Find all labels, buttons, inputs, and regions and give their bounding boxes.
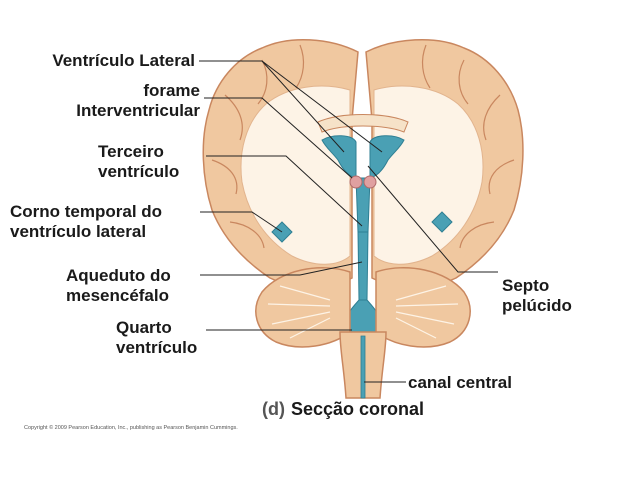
right-lateral-ventricle: [369, 135, 405, 179]
label-quarto-line2: ventrículo: [116, 338, 198, 357]
ventricular-system: [271, 135, 453, 339]
label-quarto-ventriculo: Quarto ventrículo: [116, 318, 197, 358]
label-septo-pelucido: Septo pelúcido: [502, 276, 572, 316]
left-lateral-ventricle: [321, 135, 357, 179]
label-forame-line2: Interventricular: [76, 101, 200, 120]
label-quarto-line1: Quarto: [116, 318, 172, 337]
label-forame-interventricular: forame Interventricular: [76, 81, 200, 121]
central-canal: [360, 335, 366, 399]
copyright-notice: Copyright © 2009 Pearson Education, Inc.…: [24, 425, 238, 431]
right-temporal-horn: [431, 211, 453, 233]
leader-septo: [367, 165, 498, 273]
label-canal-central: canal central: [408, 373, 512, 393]
label-terceiro-line1: Terceiro: [98, 142, 164, 161]
caption-tag: (d): [262, 399, 285, 419]
label-ventriculo-lateral-text: Ventrículo Lateral: [52, 51, 195, 70]
leader-terceiro: [206, 155, 363, 227]
label-terceiro-ventriculo: Terceiro ventrículo: [98, 142, 179, 182]
label-aqueduto-line1: Aqueduto do: [66, 266, 171, 285]
label-forame-line1: forame: [143, 81, 200, 100]
leader-aqueduto: [200, 261, 363, 276]
label-corno-line1: Corno temporal do: [10, 202, 163, 221]
cerebellum: [255, 267, 471, 348]
label-canal-central-text: canal central: [408, 373, 512, 392]
figure-caption: (d)Secção coronal: [262, 399, 424, 420]
cerebral-aqueduct: [357, 231, 369, 301]
leader-lines: [199, 60, 498, 383]
label-aqueduto-line2: mesencéfalo: [66, 286, 169, 305]
label-aqueduto-mesencefalo: Aqueduto do mesencéfalo: [66, 266, 171, 306]
caption-text: Secção coronal: [290, 399, 425, 419]
label-ventriculo-lateral: Ventrículo Lateral: [52, 51, 195, 71]
right-cerebellum: [375, 267, 471, 348]
label-corno-temporal: Corno temporal do ventrículo lateral: [10, 202, 162, 242]
corpus-callosum: [317, 114, 409, 133]
label-septo-line2: pelúcido: [502, 296, 572, 315]
label-terceiro-line2: ventrículo: [98, 162, 180, 181]
leader-ventriculo-lateral-2: [261, 60, 383, 153]
choroid-plexus: [349, 175, 377, 189]
leader-forame: [204, 97, 353, 179]
label-corno-line2: ventrículo lateral: [10, 222, 147, 241]
label-septo-line1: Septo: [502, 276, 550, 295]
leader-corno: [200, 211, 283, 233]
left-cerebellum: [255, 267, 351, 348]
